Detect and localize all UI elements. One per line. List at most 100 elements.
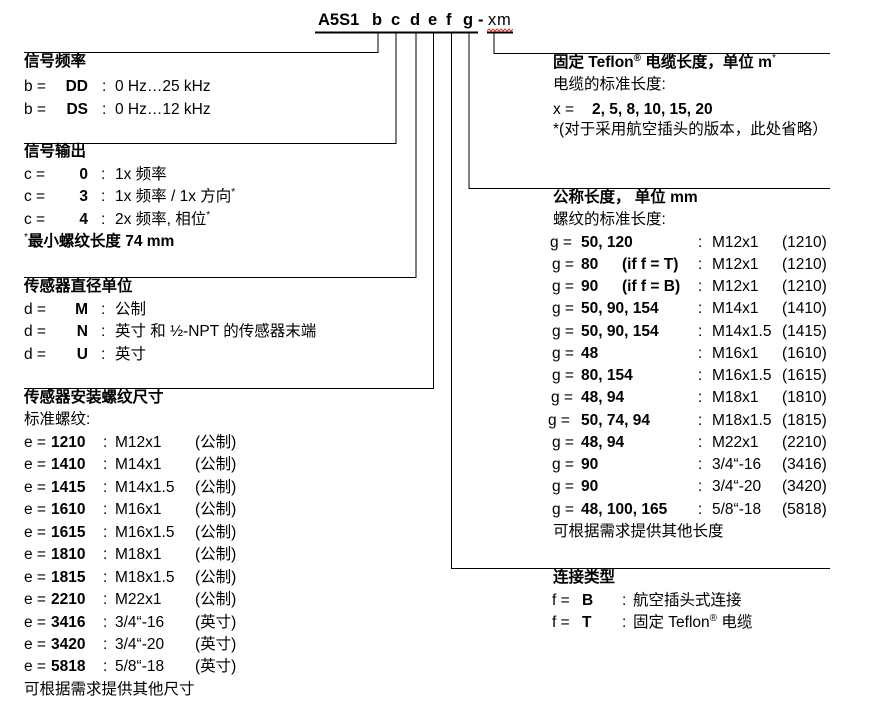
option-key: 80 (581, 255, 599, 273)
option-label: e = (24, 568, 46, 586)
unit-system: (公制) (195, 456, 237, 474)
option-key: 3 (79, 188, 88, 205)
length-row: g = 48, 94 : M22x1 (2210) (552, 432, 853, 454)
length-row: g = 50, 120 : M12x1 (1210) (550, 232, 853, 254)
option-key: M (75, 300, 88, 318)
unit-system: (公制) (195, 478, 237, 496)
length-row: g = 90 : 3/4“-20 (3420) (552, 476, 853, 498)
thread-spec: M14x1 (115, 456, 162, 474)
thread-row: e = 1210 : M12x1 (公制) (24, 432, 424, 454)
thread-row: e = 1810 : M18x1 (公制) (24, 544, 424, 566)
option-label: d = (24, 300, 46, 318)
option-key: 1815 (51, 568, 86, 586)
separator: : (698, 456, 703, 474)
option-label: e = (24, 591, 46, 609)
unit-system: (公制) (195, 501, 237, 519)
length-row: g = 48, 94 : M18x1 (1810) (551, 387, 853, 409)
separator: : (698, 255, 703, 273)
section-sensor-diameter-unit: 传感器直径单位 d = M : 公制 d = N : 英寸 和 ½-NPT 的传… (24, 276, 414, 366)
option-row: d = M : 公制 (24, 299, 414, 322)
thread-code: (1210) (782, 233, 827, 251)
thread-spec: 3/4“-16 (115, 613, 165, 631)
code-m: m (497, 11, 511, 29)
thread-code: (3416) (782, 456, 827, 474)
option-key: 1615 (51, 523, 86, 541)
length-row: g = 90 : 3/4“-16 (3416) (552, 454, 853, 476)
option-key: 90 (581, 478, 599, 496)
length-row: g = 48, 100, 165 : 5/8“-18 (5818) (552, 499, 853, 521)
section-nominal-length: 公称长度， 单位 mm 螺纹的标准长度: g = 50, 120 : M12x1… (548, 187, 853, 543)
section-subheading: 螺纹的标准长度: (553, 211, 666, 229)
thread-spec: M12x1 (712, 233, 759, 251)
thread-code: (1810) (782, 389, 827, 407)
code-x: x (488, 11, 497, 29)
option-value: 英寸 和 ½-NPT 的传感器末端 (115, 323, 317, 340)
unit-system: (公制) (195, 546, 237, 564)
option-row: c = 4 : 2x 频率, 相位* (24, 209, 394, 232)
code-b: b (372, 11, 383, 29)
thread-spec: M18x1.5 (115, 568, 175, 586)
section-signal-output: 信号输出 c = 0 : 1x 频率 c = 3 : 1x 频率 / 1x 方向… (24, 141, 394, 254)
thread-row: e = 5818 : 5/8“-18 (英寸) (24, 656, 424, 678)
option-key: N (76, 323, 88, 340)
thread-code: (1615) (782, 367, 827, 385)
option-label: e = (24, 433, 46, 451)
condition: (if f = B) (622, 278, 681, 296)
separator: : (698, 500, 703, 518)
section-heading: 信号输出 (24, 143, 87, 160)
thread-spec: 3/4“-20 (115, 635, 165, 653)
thread-row: e = 3420 : 3/4“-20 (英寸) (24, 634, 424, 656)
unit-system: (英寸) (195, 635, 237, 653)
thread-row: e = 3416 : 3/4“-16 (英寸) (24, 612, 424, 634)
thread-spec: M16x1.5 (712, 367, 772, 385)
option-key: DD (65, 78, 88, 95)
option-value: 航空插头式连接 (633, 591, 742, 609)
thread-spec: M14x1 (712, 300, 759, 318)
separator: : (698, 411, 703, 429)
section-cable-length: 固定 Teflon® 电缆长度，单位 m* 电缆的标准长度: x = 2, 5,… (553, 52, 853, 141)
separator: : (103, 613, 108, 631)
option-row: x = 2, 5, 8, 10, 15, 20 (553, 99, 853, 120)
thread-spec: M12x1 (712, 278, 759, 296)
connector-x (493, 33, 830, 54)
option-label: g = (552, 433, 574, 451)
thread-code: (1610) (782, 344, 827, 362)
option-value: 0 Hz…12 kHz (115, 101, 211, 118)
unit-system: (公制) (195, 433, 237, 451)
section-heading: 公称长度， 单位 mm (553, 189, 698, 206)
separator: : (103, 568, 108, 586)
section-heading: 固定 Teflon® 电缆长度，单位 m* (553, 52, 776, 71)
section-footer: 可根据需求提供其他长度 (553, 522, 724, 540)
section-subheading: 电缆的标准长度: (553, 76, 666, 93)
code-d: d (410, 11, 421, 29)
code-f: f (446, 11, 452, 29)
length-row: g = 80 (if f = T) : M12x1 (1210) (552, 254, 853, 276)
thread-code: (2210) (782, 433, 827, 451)
separator: : (698, 344, 703, 362)
thread-spec: M22x1 (712, 433, 759, 451)
thread-spec: M16x1 (115, 501, 162, 519)
option-key: 5818 (51, 658, 86, 676)
option-key: 3420 (51, 635, 86, 653)
unit-system: (公制) (195, 591, 237, 609)
option-label: e = (24, 546, 46, 564)
thread-spec: M18x1 (712, 389, 759, 407)
length-row: g = 90 (if f = B) : M12x1 (1210) (552, 276, 853, 298)
thread-spec: 3/4“-16 (712, 456, 762, 474)
option-label: g = (548, 411, 570, 429)
thread-spec: M14x1.5 (115, 478, 175, 496)
thread-spec: 5/8“-18 (115, 658, 165, 676)
thread-spec: M12x1 (712, 255, 759, 273)
option-label: g = (552, 500, 574, 518)
option-label: g = (552, 300, 574, 318)
thread-spec: 5/8“-18 (712, 500, 762, 518)
option-label: d = (24, 345, 46, 363)
option-label: g = (552, 322, 574, 340)
option-value: 1x 频率 / 1x 方向* (115, 186, 236, 205)
thread-code: (1410) (782, 300, 827, 318)
separator: : (698, 478, 703, 496)
condition: (if f = T) (622, 255, 679, 273)
thread-code: (1210) (782, 278, 827, 296)
option-label: e = (24, 523, 46, 541)
option-key: 4 (79, 210, 88, 228)
